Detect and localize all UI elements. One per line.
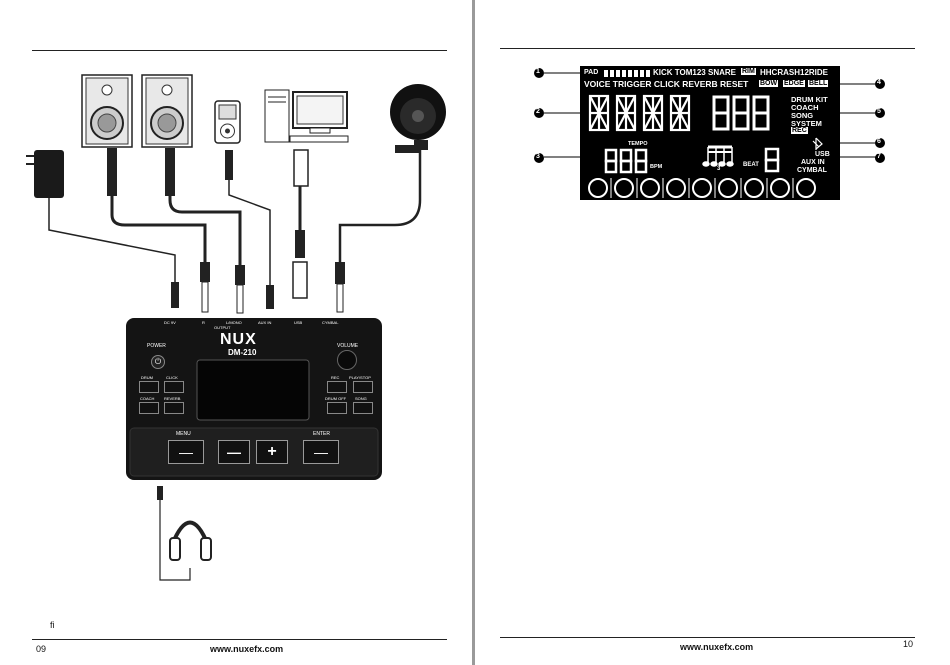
play-stop-label: PLAY/STOP [349,375,371,380]
power-label: POWER [147,343,166,349]
pad-bar-meter [604,70,650,77]
song-label: SONG [355,396,367,401]
speaker-left-icon [81,74,133,148]
drum-off-button[interactable] [327,402,347,414]
volume-knob[interactable] [337,350,357,370]
footer-url[interactable]: www.nuxefx.com [680,642,754,652]
left-page: DC 9V R L/MONO OUTPUT AUX IN USB CYMBAL … [0,0,474,665]
menu-label: MENU [176,431,191,437]
model-label: DM-210 [228,348,257,357]
lcd-drum-kit-label: DRUM KIT [791,95,828,104]
lcd-beat-label: BEAT [743,162,759,168]
headphones-icon [157,486,212,581]
enter-label: ENTER [313,431,330,437]
brand-logo: NUX [220,331,257,348]
lcd-pad-label: PAD [584,69,599,76]
lcd-rec-label: REC [791,127,808,134]
callout-7: 7 [877,153,881,160]
top-rule [32,50,447,51]
lcd-bow-label: BOW [759,80,779,87]
lcd-aux-in-label: AUX IN [801,159,825,166]
bottom-rule [32,639,447,640]
enter-button[interactable]: — [303,440,339,464]
port-dc-label: DC 9V [164,320,176,325]
lcd-cymbal-label: CYMBAL [797,167,827,174]
reverb-label: REVERB [164,396,181,401]
page-number: 10 [903,639,914,649]
click-button[interactable] [164,381,184,393]
callout-3: 3 [536,153,540,160]
right-page: 1 2 3 4 5 6 7 PAD KICK TOM123 SNARE RIM … [476,0,950,665]
lcd-rim-label: RIM [741,68,756,75]
plus-button[interactable]: + [256,440,288,464]
lcd-pad-indicators [588,178,816,198]
coach-label: COACH [140,396,155,401]
lcd-bpm-label: BPM [650,164,663,170]
lcd-tempo-digits [604,148,648,174]
click-label: CLICK [166,375,178,380]
lcd-alpha-digits [588,94,691,132]
port-usb-label: USB [294,320,303,325]
lcd-triplet-label: 3 [717,166,721,172]
reverb-button[interactable] [164,402,184,414]
lcd-row1-items: KICK TOM123 SNARE [653,68,736,77]
port-l-mono-label: L/MONO [226,320,242,325]
power-button[interactable]: ⏻ [151,355,165,369]
bluetooth-icon [812,137,823,150]
volume-label: VOLUME [337,343,359,349]
lcd-pad-dividers [610,178,794,198]
lcd-row1-right: HHCRASH12RIDE [760,68,829,77]
lcd-tempo-label: TEMPO [628,141,648,147]
menu-button[interactable]: — [168,440,204,464]
page-gutter [472,0,475,665]
port-cymbal-label: CYMBAL [322,320,339,325]
lcd-bell-label: BELL [808,80,829,87]
play-stop-button[interactable] [353,381,373,393]
lcd-kit-number-digits [712,95,770,131]
page-number: 09 [36,644,47,654]
minus-button[interactable]: — [218,440,250,464]
footer-url[interactable]: www.nuxefx.com [210,644,284,654]
footnote-text: fi [50,620,55,630]
callout-5: 5 [877,108,881,115]
callout-1: 1 [536,68,540,75]
lcd-edge-label: EDGE [783,80,805,87]
note-icons [702,145,734,167]
speaker-right-icon [141,74,193,148]
song-button[interactable] [353,402,373,414]
cymbal-pad-icon [390,84,446,140]
mp3-player-icon [214,100,241,144]
drum-module-body [126,318,382,480]
lcd-beat-digit [764,147,780,173]
lcd-system-label: SYSTEM [791,119,822,128]
rec-button[interactable] [327,381,347,393]
callout-4: 4 [877,79,881,86]
coach-button[interactable] [139,402,159,414]
connection-diagram [26,74,446,581]
power-adapter-icon [26,150,64,198]
callout-2: 2 [536,108,540,115]
port-r-label: R [202,320,205,325]
drum-off-label: DRUM OFF [325,396,347,401]
drum-label: DRUM [141,375,153,380]
port-aux-label: AUX IN [258,320,272,325]
drum-button[interactable] [139,381,159,393]
port-output-label: OUTPUT [214,325,231,330]
top-rule [500,48,915,49]
lcd-coach-label: COACH [791,103,819,112]
computer-icon [264,89,349,143]
lcd-row2: VOICE TRIGGER CLICK REVERB RESET [584,79,749,89]
callout-6: 6 [877,138,881,145]
lcd-song-label: SONG [791,111,814,120]
rec-label: REC [331,375,340,380]
bottom-rule [500,637,915,638]
lcd-usb-label: USB [815,151,830,158]
